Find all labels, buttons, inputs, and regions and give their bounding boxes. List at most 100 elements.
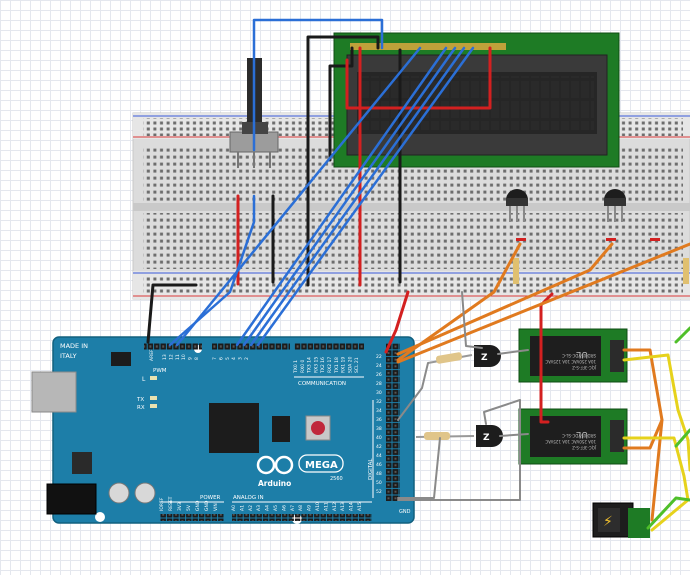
header-digital-double <box>386 343 400 501</box>
pin-label: GND <box>195 500 201 511</box>
pin-label: 11 <box>175 354 181 360</box>
pwm-label: PWM <box>153 368 167 374</box>
pin-label: SDA 20 <box>347 356 353 373</box>
pin-label: 30 <box>376 390 382 396</box>
breadboard-jumpers <box>513 238 689 284</box>
pin-label: 42 <box>376 444 382 450</box>
wire-blue-lcd-1 <box>175 46 422 347</box>
pin-label: A14 <box>349 502 355 511</box>
pin-label: 50 <box>376 480 382 486</box>
sensor-1-face <box>506 198 528 206</box>
pin-label: 8 <box>194 357 200 360</box>
icsp-header-2 <box>272 416 290 442</box>
pin-label: RX1 19 <box>341 357 347 373</box>
arduino-logo <box>256 455 294 475</box>
relay-1-terminal <box>610 340 624 372</box>
pin-label: A4 <box>265 505 271 511</box>
pin-label: 10 <box>181 354 187 360</box>
wire-orange-relay-1 <box>622 348 664 450</box>
power-jack-face <box>598 508 620 532</box>
wire-green-2 <box>674 326 690 344</box>
wire-yellow-2 <box>622 436 690 532</box>
wire-green <box>646 496 690 530</box>
made-in-label: MADE IN <box>60 342 88 350</box>
capacitor-1 <box>108 482 130 504</box>
pin-label: 5V <box>186 504 192 511</box>
transistor-2-body <box>476 425 503 447</box>
power-jack-icon: ⚡ <box>603 514 613 530</box>
pin-label: 28 <box>376 381 382 387</box>
pin-label: A0 <box>231 505 237 511</box>
pin-label: A9 <box>307 505 313 511</box>
pin-label: VIN <box>213 503 219 511</box>
reset-button[interactable] <box>311 421 325 435</box>
sensor-2-body <box>604 189 626 200</box>
digital-label: DIGITAL <box>368 458 374 480</box>
pin-label: 44 <box>376 453 382 459</box>
wire-orange-2 <box>396 242 614 356</box>
wire-black-arduino-gnd <box>146 283 198 344</box>
gnd-label: GND <box>399 509 411 515</box>
power-jack-pcb <box>628 508 650 538</box>
header-power <box>160 514 224 521</box>
wire-blue-pot <box>252 18 384 152</box>
header-pwm-2 <box>212 343 290 350</box>
relay-2-line-2: 10A 250VAC 10A 125VAC <box>545 439 596 444</box>
relay-2-line-1: JQC-3FF-S-Z <box>572 445 597 450</box>
usb-connector[interactable] <box>31 371 77 413</box>
lcd-header-pins <box>350 43 506 50</box>
wire-gray-relay-1 <box>461 291 483 349</box>
led-rx-label: RX <box>137 405 145 411</box>
pin-label: 40 <box>376 435 382 441</box>
sensor-2-face <box>604 198 626 206</box>
pin-label: 36 <box>376 417 382 423</box>
sensor-1-body <box>506 189 528 200</box>
pin-label: A2 <box>248 505 254 511</box>
pin-label: 9 <box>188 357 194 360</box>
aref-label: AREF <box>149 349 155 361</box>
wire-orange-3 <box>396 242 690 364</box>
wire-blue-lcd-2 <box>235 46 448 347</box>
mount-hole-1 <box>95 512 105 522</box>
model-label: MEGA <box>305 460 338 471</box>
voltage-regulator <box>72 452 92 474</box>
pin-label: GND <box>204 500 210 511</box>
pin-label: A1 <box>239 505 245 511</box>
resistor-1 <box>427 352 473 364</box>
wire-gray-arduino-2 <box>397 437 441 499</box>
dc-barrel-jack[interactable] <box>46 483 97 515</box>
pin-label: 22 <box>376 354 382 360</box>
bottom-terminal-strip <box>143 213 683 269</box>
jumper-red-3 <box>650 238 660 241</box>
resistor-2 <box>415 432 475 440</box>
pin-label: 5 <box>225 357 231 360</box>
arduino-mega <box>31 336 415 524</box>
pin-label: 38 <box>376 426 382 432</box>
pin-label: A10 <box>315 502 321 511</box>
wire-blue-lcd-3 <box>242 46 457 347</box>
relay-1-line-1: JQC-3FF-S-Z <box>572 365 597 370</box>
pin-label: A5 <box>273 505 279 511</box>
relay-2-line-3: SRD-05VDC-SL-C <box>562 433 596 438</box>
jumper-red-1 <box>516 238 526 241</box>
wire-gray-arduino-1 <box>397 362 429 421</box>
pin-label: 7 <box>212 357 218 360</box>
pin-label: 48 <box>376 471 382 477</box>
wire-gray-trans-1 <box>497 349 529 355</box>
logo-loop-left <box>256 455 276 475</box>
breadboard-center-channel <box>133 203 690 211</box>
pin-label: A7 <box>290 505 296 511</box>
relay-2-terminal <box>610 420 624 452</box>
arduino-labels: MADE IN ITALY PWM COMMUNICATION L TX RX … <box>60 342 411 515</box>
pin-label: TX0 1 <box>293 360 299 374</box>
pin-label: 13 <box>162 354 168 360</box>
wire-red-lcd-top <box>345 46 492 110</box>
relay-1-mark: UL <box>576 349 588 359</box>
pin-label: TX1 18 <box>334 357 340 374</box>
resistor-stub <box>513 258 519 284</box>
logo-loop-right <box>274 455 294 475</box>
led-tx-label: TX <box>136 397 144 403</box>
led-l-label: L <box>142 376 146 383</box>
pin-label: TX3 14 <box>307 357 313 374</box>
